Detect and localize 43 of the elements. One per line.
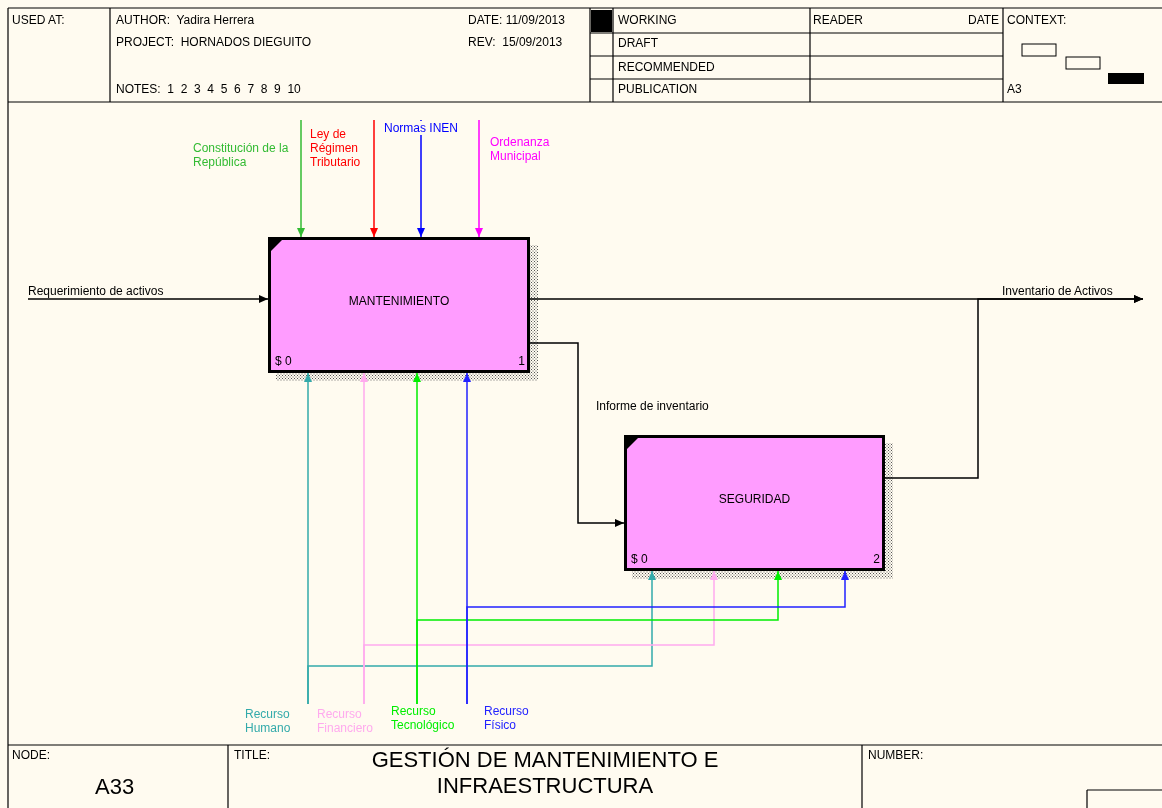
revision-text: REV: 15/09/2013 [468,35,563,49]
box-number: 1 [518,354,525,368]
field-label: READER [813,13,863,27]
field-label: NUMBER: [868,748,924,762]
arrow [307,570,656,705]
author-text: AUTHOR: Yadira Herrera [116,13,255,27]
field-label: CONTEXT: [1007,13,1067,27]
arrow [417,119,425,238]
arrow [529,342,625,527]
field-label: TITLE: [234,748,270,762]
context-code: A3 [1007,82,1022,96]
activity-name: SEGURIDAD [717,492,792,506]
edge-label: Constitución de la República [193,141,289,169]
notes-text: NOTES: 1 2 3 4 5 6 7 8 9 10 [116,82,301,96]
cost-text: $ 0 [275,354,292,368]
activity-name: MANTENIMIENTO [347,294,451,308]
diagram-title: GESTIÓN DE MANTENIMIENTO E INFRAESTRUCTURA [370,747,720,799]
node-number: A33 [95,774,135,800]
field-label: NODE: [12,748,50,762]
arrow [297,119,305,238]
project-text: PROJECT: HORNADOS DIEGUITO [116,35,312,49]
edge-label: Requerimiento de activos [28,284,164,298]
edge-label: Informe de inventario [596,399,709,413]
arrow [466,570,849,705]
arrow [363,570,718,705]
arrow [27,295,269,303]
arrow [475,119,483,238]
arrow [416,570,782,705]
date-text: DATE: 11/09/2013 [468,13,565,27]
edge-label: Inventario de Activos [1002,284,1113,298]
arrow [370,119,378,238]
field-label: DATE [968,13,1000,27]
status-label: PUBLICATION [618,82,698,96]
status-label: DRAFT [618,36,658,50]
box-number: 2 [873,552,880,566]
activity-box [268,237,530,373]
cost-text: $ 0 [631,552,648,566]
field-label: USED AT: [12,13,65,27]
activity-box [624,435,885,571]
status-label: RECOMMENDED [618,60,715,74]
status-label: WORKING [618,13,677,27]
arrow [884,295,1144,479]
edge-label: Normas INEN [384,121,458,135]
